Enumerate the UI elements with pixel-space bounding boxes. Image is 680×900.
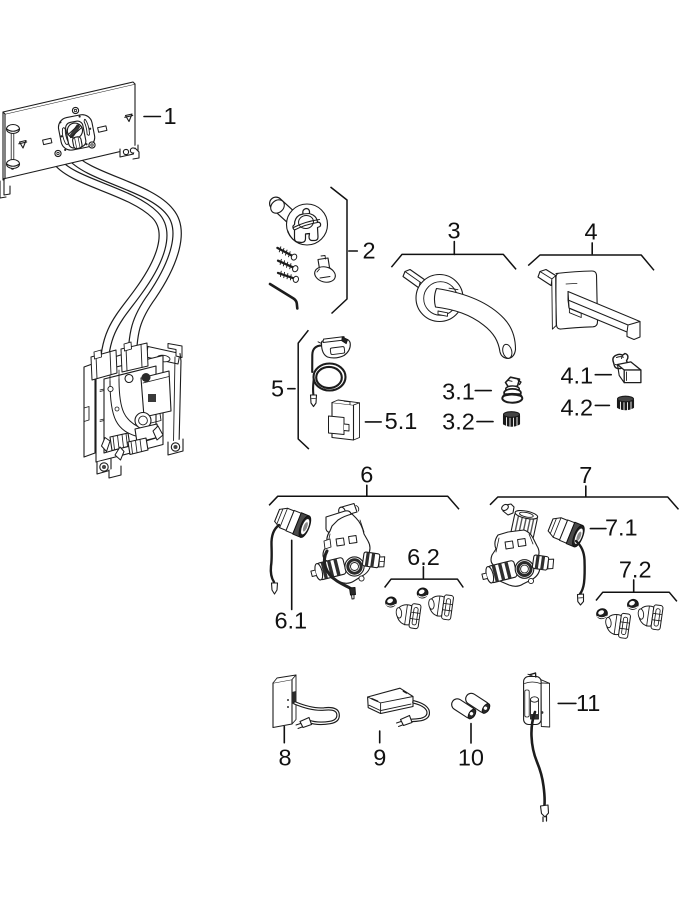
svg-text:4.1: 4.1 — [560, 363, 593, 389]
svg-text:7: 7 — [579, 462, 592, 488]
svg-text:6: 6 — [360, 462, 373, 488]
svg-text:6.2: 6.2 — [407, 544, 440, 570]
svg-text:7.2: 7.2 — [619, 556, 652, 582]
svg-text:4.2: 4.2 — [560, 394, 593, 420]
svg-text:5.1: 5.1 — [385, 408, 418, 434]
svg-text:1: 1 — [163, 103, 176, 129]
svg-text:3.1: 3.1 — [442, 378, 475, 404]
svg-text:5: 5 — [271, 376, 284, 402]
svg-text:8: 8 — [278, 744, 291, 770]
svg-text:3.2: 3.2 — [442, 408, 475, 434]
svg-text:3: 3 — [447, 218, 460, 244]
svg-text:4: 4 — [584, 219, 597, 245]
svg-text:6.1: 6.1 — [274, 607, 307, 633]
svg-text:11: 11 — [576, 690, 600, 716]
svg-text:9: 9 — [373, 744, 386, 770]
svg-text:2: 2 — [362, 238, 375, 264]
svg-text:10: 10 — [458, 744, 484, 770]
svg-text:7.1: 7.1 — [605, 515, 638, 541]
